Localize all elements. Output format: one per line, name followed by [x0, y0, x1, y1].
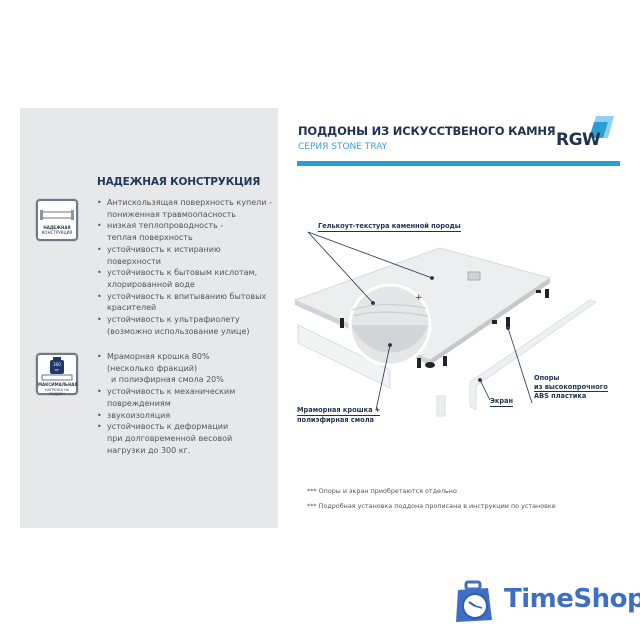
list-item: низкая теплопроводность - теплая поверхно… — [97, 220, 277, 243]
note: *** Подробная установка поддона прописан… — [307, 502, 556, 510]
page-title: ПОДДОНЫ ИЗ ИСКУССТВЕНОГО КАМНЯ — [298, 124, 556, 138]
list-item-line: и полиэфирная смола 20% — [111, 375, 224, 385]
section-title: НАДЕЖНАЯ КОНСТРУКЦИЯ — [97, 176, 261, 188]
label-line: Опоры — [534, 374, 560, 382]
features-list: Антискользящая поверхность купели - пониж… — [97, 197, 277, 337]
screen-panel — [297, 324, 391, 389]
list-item-line: красителей — [107, 303, 157, 313]
shower-tray-illustration: + — [293, 231, 598, 417]
page-subtitle: СЕРИЯ STONE TRAY — [298, 142, 388, 152]
list-item-line: (несколько фракций) — [107, 363, 198, 373]
icon-caption-line: МАКСИМАЛЬНАЯ — [38, 382, 78, 387]
list-item-line: (возможно использование улице) — [107, 326, 250, 336]
brand-name: RGW — [556, 130, 601, 150]
label-line: полиэфирная смола — [297, 415, 374, 424]
list-item: устойчивость к бытовым кислотам,хлориров… — [97, 267, 277, 290]
note: *** Опоры и экран приобретаются отдельно — [307, 487, 457, 495]
weight-icon: 300 кг — [41, 357, 73, 381]
list-item-line: звукоизоляция — [107, 410, 171, 420]
screen-label: Экран — [490, 397, 514, 407]
icon-caption-line: НАДЕЖНАЯ — [43, 225, 71, 230]
icon-caption-line: НАГРУЗКА НА ПОДДОН — [45, 387, 69, 397]
list-item-line: хлорированной воде — [107, 279, 195, 289]
clock-bag-icon — [456, 580, 492, 622]
weight-value: 300 — [53, 362, 61, 367]
list-item-line: устойчивость к бытовым кислотам, — [107, 268, 258, 278]
list-item: устойчивость к истиранию поверхности — [97, 244, 277, 267]
list-item: звукоизоляция — [97, 410, 277, 422]
list-item: Антискользящая поверхность купели - пониж… — [97, 197, 277, 220]
label-line: из высокопрочного — [534, 382, 608, 392]
rgw-logo: RGW — [556, 112, 618, 154]
plus-icon: + — [415, 293, 423, 303]
label-line: ABS пластика — [534, 392, 587, 400]
drain-icon — [467, 271, 481, 281]
reliable-construction-icon: НАДЕЖНАЯ КОНСТРУКЦИЯ — [36, 199, 78, 241]
list-item-line: теплая поверхность — [107, 233, 193, 243]
list-item-line: устойчивость к истиранию поверхности — [107, 244, 221, 266]
timeshop-watermark: TimeShop — [452, 578, 640, 628]
supports-label: Опоры из высокопрочного ABS пластика — [534, 374, 608, 401]
max-load-icon: 300 кг МАКСИМАЛЬНАЯ НАГРУЗКА НА ПОДДОН — [36, 353, 78, 397]
list-item-line: при долговременной весовой — [107, 433, 233, 443]
list-item-line: Антискользящая поверхность купели - — [107, 198, 272, 207]
callout-lines — [307, 231, 533, 411]
accent-bar — [297, 161, 620, 166]
list-item-line: устойчивость к ультрафиолету — [107, 315, 240, 325]
list-item-line: повреждениям — [107, 398, 171, 408]
list-item: устойчивость к впитыванию бытовых красите… — [97, 291, 277, 314]
list-item-line: устойчивость к впитыванию бытовых — [107, 291, 267, 301]
list-item: Мраморная крошка 80%(несколько фракций) … — [97, 351, 277, 386]
support-legs — [340, 289, 549, 368]
list-item-line: устойчивость к деформации — [107, 422, 229, 432]
marble-label: Мраморная крошка + полиэфирная смола — [297, 406, 381, 424]
icon-caption-line: КОНСТРУКЦИЯ — [41, 229, 73, 235]
material-list: Мраморная крошка 80%(несколько фракций) … — [97, 351, 277, 456]
screen-panel — [469, 299, 598, 411]
list-item-line: устойчивость к механическим — [107, 387, 236, 397]
label-line: Мраморная крошка + — [297, 406, 381, 416]
weight-unit: кг — [55, 368, 59, 372]
gelcoat-label: Гелькоут-текстура каменной породы — [318, 222, 461, 232]
list-item: устойчивость к ультрафиолету(возможно ис… — [97, 314, 277, 337]
list-item-line: низкая теплопроводность - — [107, 221, 224, 231]
list-item-line: нагрузки до 300 кг. — [107, 445, 191, 455]
tray-icon — [40, 210, 74, 220]
watermark-text: TimeShop — [504, 584, 640, 614]
list-item-line: Мраморная крошка 80% — [107, 352, 210, 361]
list-item-line: пониженная травмоопасность — [107, 209, 237, 219]
